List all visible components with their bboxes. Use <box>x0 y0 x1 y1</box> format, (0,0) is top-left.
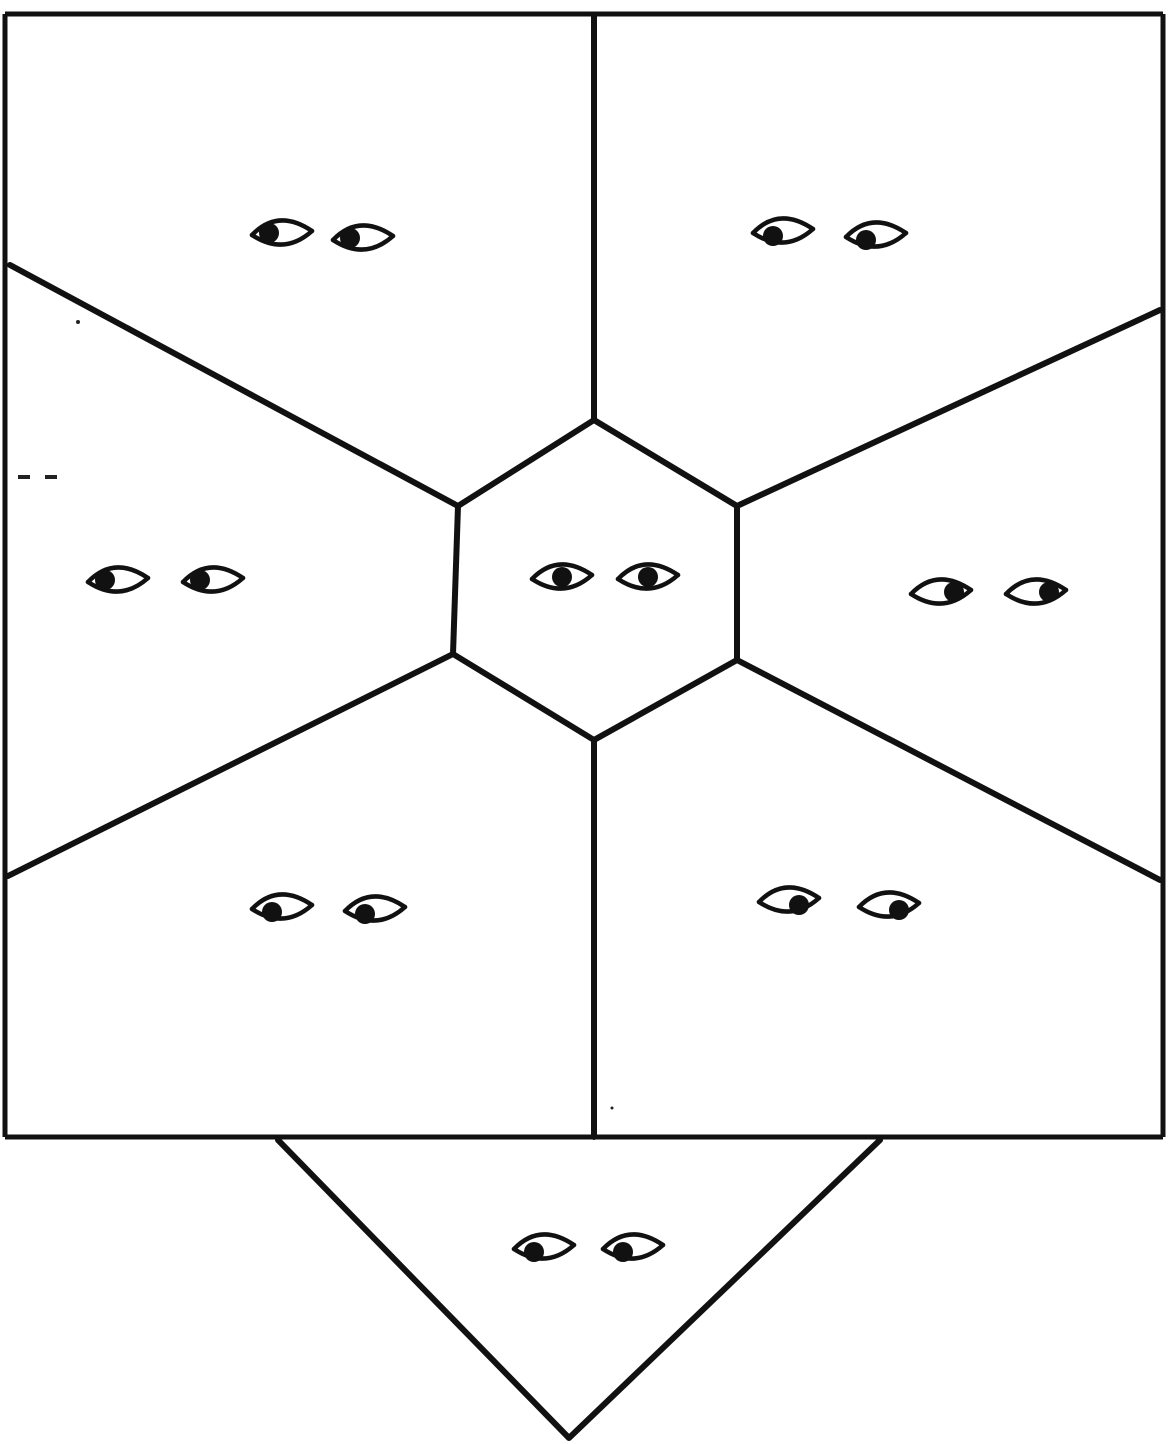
pupil <box>355 904 375 924</box>
divider-upper-left <box>10 265 458 506</box>
pupil <box>524 1242 544 1262</box>
pupil <box>262 902 282 922</box>
pupil <box>889 900 909 920</box>
eye-pair-icon-middle-right <box>911 579 1066 603</box>
pupil <box>763 226 783 246</box>
divider-upper-right <box>737 310 1160 506</box>
eye-pair-icon-top-left <box>252 220 393 249</box>
bottom-triangle <box>278 1140 880 1438</box>
left-eye-icon <box>252 220 312 244</box>
pupil <box>190 570 210 590</box>
pupil <box>613 1242 633 1262</box>
pupil <box>789 895 809 915</box>
eye-pair-icon-top-right <box>753 218 906 250</box>
left-eye-icon <box>911 579 971 603</box>
right-eye-icon <box>345 896 405 924</box>
eye-pair-icon-bottom-triangle <box>514 1234 663 1262</box>
center-hexagon <box>453 420 737 740</box>
pupil <box>340 228 360 248</box>
right-eye-icon <box>859 892 919 920</box>
pupil <box>259 223 279 243</box>
pupil <box>552 567 572 587</box>
eye-pair-icon-center <box>532 564 678 588</box>
pupil <box>638 567 658 587</box>
pupil <box>1039 582 1059 602</box>
pupil <box>856 230 876 250</box>
panel-dividers <box>8 16 1160 1137</box>
scan-specks <box>18 320 614 1110</box>
eye-pair-icon-middle-left <box>88 567 243 591</box>
eye-pairs <box>88 218 1066 1262</box>
right-eye-icon <box>333 225 393 249</box>
right-eye-icon <box>618 564 678 588</box>
left-eye-icon <box>514 1234 574 1262</box>
right-eye-icon <box>846 222 906 250</box>
right-eye-icon <box>1006 579 1066 603</box>
right-eye-icon <box>183 567 243 591</box>
pupil <box>95 570 115 590</box>
eye-pair-icon-bottom-left <box>252 894 405 924</box>
divider-lower-left <box>8 654 453 876</box>
left-eye-icon <box>532 564 592 588</box>
pupil <box>944 582 964 602</box>
left-eye-icon <box>252 894 312 922</box>
left-eye-icon <box>88 567 148 591</box>
divider-lower-right <box>737 660 1160 880</box>
left-eye-icon <box>753 218 813 246</box>
eye-pair-icon-bottom-right <box>759 887 919 920</box>
left-eye-icon <box>759 887 819 915</box>
right-eye-icon <box>603 1234 663 1262</box>
outer-frame <box>5 14 1163 1137</box>
